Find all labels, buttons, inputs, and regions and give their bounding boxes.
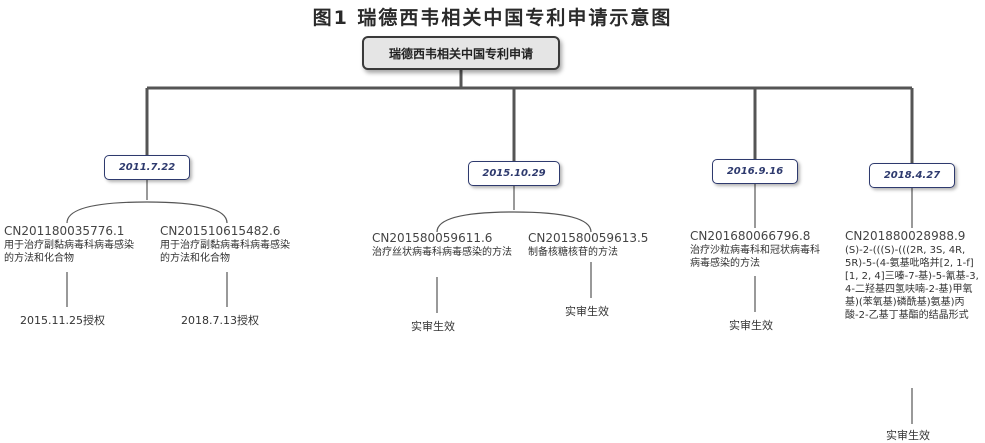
patent-number: CN201180035776.1: [4, 224, 125, 238]
patent-node: CN201580059613.5 制备核糖核苷的方法: [528, 231, 668, 259]
patent-status: 实审生效: [886, 429, 930, 442]
date-node-2016: 2016.9.16: [712, 159, 798, 184]
patent-number: CN201880028988.9: [845, 229, 966, 243]
patent-status: 2015.11.25授权: [20, 314, 105, 327]
patent-description: 制备核糖核苷的方法: [528, 247, 618, 258]
patent-status: 实审生效: [565, 305, 609, 318]
patent-node: CN201510615482.6 用于治疗副黏病毒科病毒感染的方法和化合物: [160, 224, 298, 265]
diagram-title: 图1 瑞德西韦相关中国专利申请示意图: [312, 7, 673, 29]
patent-node: CN201880028988.9 (S)-2-(((S)-(((2R, 3S, …: [845, 229, 980, 322]
patent-number: CN201680066796.8: [690, 229, 811, 243]
patent-node: CN201580059611.6 治疗丝状病毒科病毒感染的方法: [372, 231, 512, 259]
fork-2: [436, 211, 592, 233]
date-node-2011: 2011.7.22: [104, 155, 190, 180]
date-node-2015: 2015.10.29: [468, 161, 560, 186]
patent-status: 2018.7.13授权: [181, 314, 259, 327]
patent-node: CN201680066796.8 治疗沙粒病毒科和冠状病毒科病毒感染的方法: [690, 229, 825, 270]
patent-status: 实审生效: [729, 319, 773, 332]
patent-description: 用于治疗副黏病毒科病毒感染的方法和化合物: [160, 240, 290, 264]
root-node: 瑞德西韦相关中国专利申请: [362, 36, 560, 70]
patent-status: 实审生效: [411, 320, 455, 333]
patent-number: CN201580059613.5: [528, 231, 649, 245]
date-node-2018: 2018.4.27: [869, 163, 955, 188]
fork-1: [66, 201, 228, 224]
patent-node: CN201180035776.1 用于治疗副黏病毒科病毒感染的方法和化合物: [4, 224, 142, 265]
patent-description: (S)-2-(((S)-(((2R, 3S, 4R, 5R)-5-(4-氨基吡咯…: [845, 245, 979, 321]
patent-description: 用于治疗副黏病毒科病毒感染的方法和化合物: [4, 240, 134, 264]
patent-description: 治疗沙粒病毒科和冠状病毒科病毒感染的方法: [690, 245, 820, 269]
patent-number: CN201510615482.6: [160, 224, 281, 238]
patent-description: 治疗丝状病毒科病毒感染的方法: [372, 247, 512, 258]
patent-number: CN201580059611.6: [372, 231, 493, 245]
